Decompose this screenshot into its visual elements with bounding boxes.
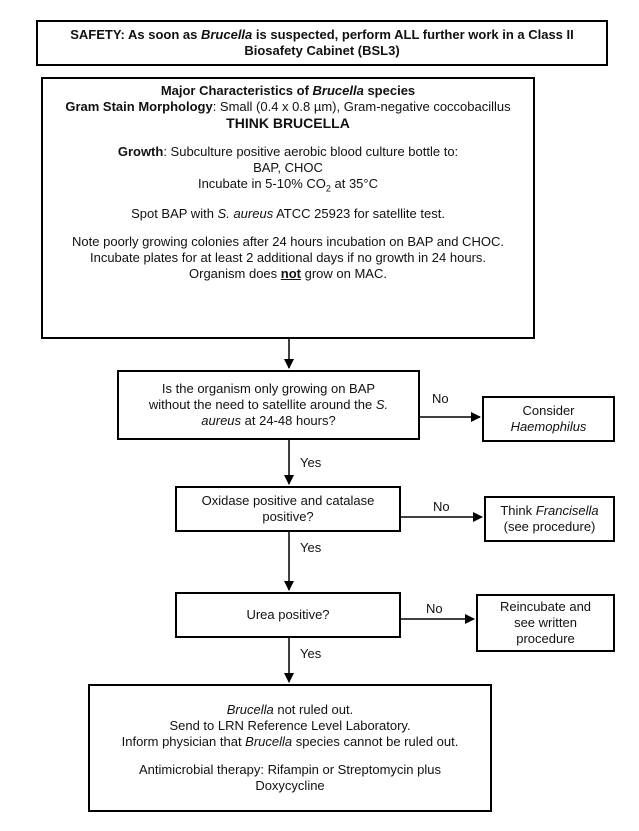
final-line-5: Doxycycline bbox=[255, 777, 325, 793]
r3-line-1: Reincubate and bbox=[499, 599, 592, 615]
q1-line-1: Is the organism only growing on BAP bbox=[161, 381, 376, 397]
question-2-box: Oxidase positive and catalase positive? bbox=[175, 486, 401, 532]
final-line-2: Send to LRN Reference Level Laboratory. bbox=[169, 718, 411, 734]
safety-box: SAFETY: As soon as Brucella is suspected… bbox=[36, 20, 608, 66]
r3-line-3: procedure bbox=[516, 630, 575, 646]
result-2-box: Think Francisella (see procedure) bbox=[484, 496, 615, 542]
r1-line-2: Haemophilus bbox=[510, 419, 587, 434]
r3-line-2: see written bbox=[514, 615, 577, 631]
note-line-2: Incubate plates for at least 2 additiona… bbox=[89, 249, 487, 265]
q3-text: Urea positive? bbox=[246, 607, 330, 623]
label-yes-1: Yes bbox=[300, 455, 322, 470]
safety-line-1: SAFETY: As soon as Brucella is suspected… bbox=[70, 27, 574, 43]
result-3-box: Reincubate and see written procedure bbox=[476, 594, 615, 652]
q2-line-2: positive? bbox=[262, 509, 314, 524]
gram-stain-line: Gram Stain Morphology: Small (0.4 x 0.8 … bbox=[65, 98, 511, 114]
mac-line: Organism does not grow on MAC. bbox=[189, 265, 387, 281]
r1-line-1: Consider bbox=[522, 403, 575, 419]
result-1-box: Consider Haemophilus bbox=[482, 396, 615, 442]
growth-line: Growth: Subculture positive aerobic bloo… bbox=[117, 143, 459, 159]
final-box: Brucella not ruled out. Send to LRN Refe… bbox=[88, 684, 492, 812]
q1-line-2: without the need to satellite around the… bbox=[148, 397, 389, 413]
label-no-1: No bbox=[432, 391, 449, 406]
label-no-3: No bbox=[426, 601, 443, 616]
label-no-2: No bbox=[433, 499, 450, 514]
safety-line-2: Biosafety Cabinet (BSL3) bbox=[244, 43, 400, 58]
incubate-line: Incubate in 5-10% CO2 at 35°C bbox=[197, 175, 379, 194]
q1-line-3: aureus at 24-48 hours? bbox=[201, 412, 336, 428]
characteristics-box: Major Characteristics of Brucella specie… bbox=[41, 77, 535, 339]
note-line-1: Note poorly growing colonies after 24 ho… bbox=[72, 233, 504, 249]
label-yes-3: Yes bbox=[300, 646, 322, 661]
final-line-3: Inform physician that Brucella species c… bbox=[121, 734, 459, 750]
spot-line: Spot BAP with S. aureus ATCC 25923 for s… bbox=[131, 206, 445, 222]
characteristics-title: Major Characteristics of Brucella specie… bbox=[160, 83, 416, 98]
final-line-1: Brucella not ruled out. bbox=[226, 702, 354, 718]
think-brucella: THINK BRUCELLA bbox=[226, 114, 350, 131]
r2-line-2: (see procedure) bbox=[503, 519, 596, 534]
question-1-box: Is the organism only growing on BAP with… bbox=[117, 370, 420, 440]
final-line-4: Antimicrobial therapy: Rifampin or Strep… bbox=[138, 761, 441, 777]
media-line: BAP, CHOC bbox=[253, 159, 323, 175]
r2-line-1: Think Francisella bbox=[500, 503, 599, 519]
question-3-box: Urea positive? bbox=[175, 592, 401, 638]
label-yes-2: Yes bbox=[300, 540, 322, 555]
q2-line-1: Oxidase positive and catalase bbox=[201, 493, 375, 509]
